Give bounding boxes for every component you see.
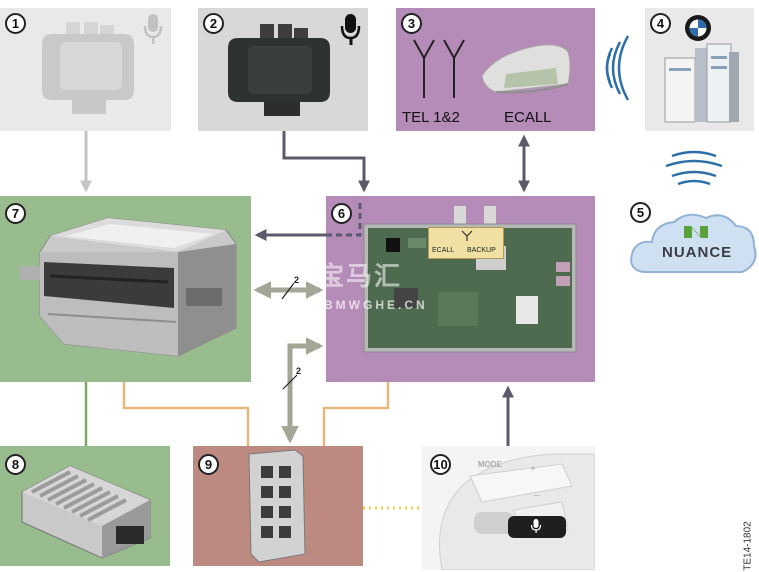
component-number-6: 6 <box>331 203 352 224</box>
watermark-url: BMWGHE.CN <box>324 298 428 312</box>
mode-button-label: MODE <box>478 460 502 469</box>
panel-5-nuance-cloud: 5 NUANCE <box>626 196 759 284</box>
panel-8-amplifier: 8 <box>0 446 170 566</box>
server-icon <box>664 43 739 123</box>
line-7-to-9 <box>122 382 250 446</box>
antenna-label-tel: TEL 1&2 <box>402 109 460 126</box>
component-number-5: 5 <box>630 202 651 223</box>
amplifier-image <box>21 465 151 559</box>
wireless-waves-3-4 <box>605 35 630 101</box>
control-unit-image <box>248 449 306 563</box>
shark-fin-antenna-image <box>481 44 571 94</box>
line-9-to-6 <box>322 382 390 446</box>
component-number-1: 1 <box>5 13 26 34</box>
component-number-9: 9 <box>198 454 219 475</box>
microphone-icon <box>530 519 542 533</box>
panel-1-microphone-module-grey: 1 <box>0 8 171 131</box>
plus-button-label: + <box>530 464 536 475</box>
double-arrow-9-6 <box>281 337 324 444</box>
panel-9-body-controller: 9 <box>193 446 363 566</box>
panel-6-telematic-control-unit: 6 ECALL BACKUP <box>326 196 595 382</box>
arrow-2-to-6 <box>282 131 370 193</box>
antenna-icon <box>461 230 473 241</box>
component-number-8: 8 <box>5 454 26 475</box>
bmw-logo-icon <box>685 15 711 41</box>
antenna-label-ecall: ECALL <box>504 109 552 126</box>
dashed-arrow-6-internal <box>326 200 362 237</box>
wireless-waves-4-5 <box>665 150 723 186</box>
microphone-icon <box>340 14 361 45</box>
module-housing-grey-image <box>42 22 134 114</box>
nuance-logo-icon <box>684 226 708 238</box>
watermark-glyphs: 宝马汇 <box>318 261 403 291</box>
microphone-icon <box>143 14 163 44</box>
nuance-logo-text: NUANCE <box>662 244 733 261</box>
board-label-ecall: ECALL <box>432 247 455 254</box>
bus-slash-9-6 <box>282 374 298 390</box>
panel-2-microphone-module: 2 <box>198 8 368 131</box>
panel-4-bmw-backend: 4 <box>645 8 754 131</box>
bus-slash-7-6 <box>281 282 295 300</box>
document-id-text: TE14-1802 <box>742 521 754 571</box>
minus-button-label: – <box>534 490 540 501</box>
antenna-icon <box>413 39 465 98</box>
document-id: TE14-1802 <box>740 520 756 572</box>
panel-3-antennas: 3 TEL 1&2 ECALL <box>396 8 595 131</box>
steering-wheel-image <box>439 453 595 570</box>
board-label-backup: BACKUP <box>467 247 496 254</box>
bus-count-label-7-6: 2 <box>294 275 300 285</box>
head-unit-image <box>20 217 237 357</box>
antenna-connector-label-box: ECALL BACKUP <box>428 227 504 259</box>
component-number-4: 4 <box>650 13 671 34</box>
component-number-2: 2 <box>203 13 224 34</box>
cloud-icon <box>630 213 757 273</box>
panel-10-steering-wheel-controls: 10 MODE + – <box>422 446 595 570</box>
module-housing-dark-image <box>228 24 330 116</box>
component-number-10: 10 <box>430 454 451 475</box>
bus-count-label-9-6: 2 <box>296 366 302 376</box>
panel-7-head-unit: 7 <box>0 196 251 382</box>
component-number-3: 3 <box>401 13 422 34</box>
component-number-7: 7 <box>5 203 26 224</box>
